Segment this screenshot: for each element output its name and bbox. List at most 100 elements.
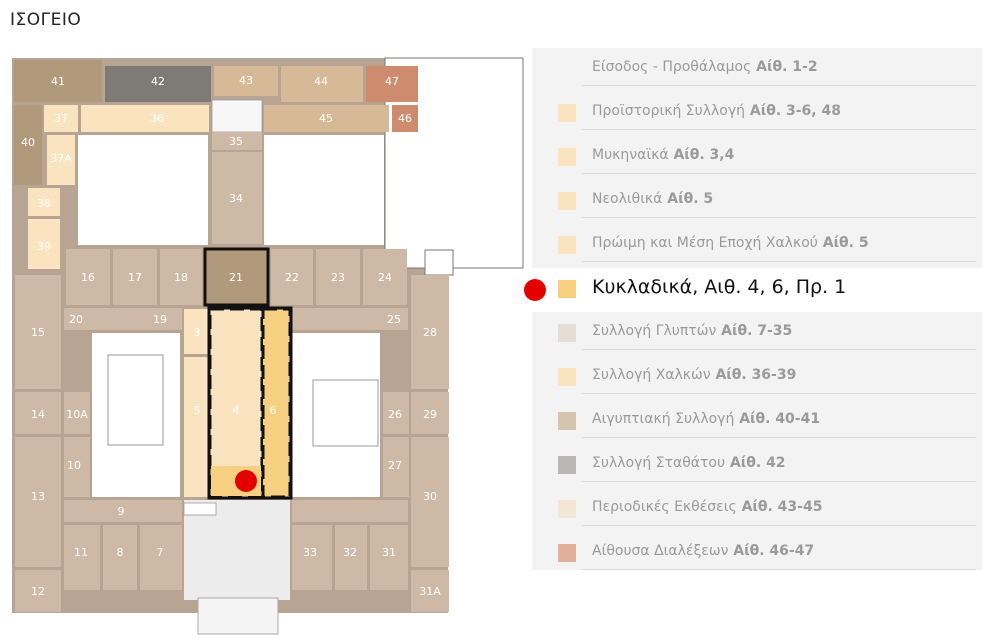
room-43[interactable] (214, 66, 278, 96)
room-42[interactable] (105, 66, 211, 102)
room-label: 22 (285, 271, 299, 284)
legend-divider (582, 481, 976, 482)
room-label: 4 (233, 404, 240, 417)
floor-plan: 41 42 43 44 47 46 45 37 36 40 37Α 35 34 … (12, 57, 524, 635)
room-28[interactable] (411, 275, 449, 389)
court-ne (264, 135, 384, 245)
room-27[interactable] (383, 437, 409, 497)
location-marker (235, 470, 257, 492)
room-3[interactable] (184, 309, 210, 354)
legend-item: Νεολιθικά Αίθ. 5 (532, 180, 982, 224)
room-35[interactable] (212, 132, 262, 150)
room-46[interactable] (392, 105, 418, 132)
room-label: 11 (74, 546, 88, 559)
room-26[interactable] (383, 392, 409, 434)
legend-rooms: Αίθ. 5 (817, 235, 869, 251)
room-label: 10Α (66, 408, 88, 421)
legend-label: Μυκηναϊκά Αίθ. 3,4 (592, 147, 734, 163)
room-label: 41 (51, 75, 65, 88)
corridor-20-19[interactable] (64, 308, 182, 330)
entrance-hall[interactable] (184, 500, 290, 600)
room-6[interactable] (261, 307, 292, 499)
legend-item: Είσοδος - Προθάλαμος Αίθ. 1-2 (532, 48, 982, 92)
legend-swatch (558, 456, 576, 474)
legend-divider (582, 217, 976, 218)
room-label: 37Α (50, 152, 72, 165)
legend-swatch (558, 324, 576, 342)
entrance-steps (197, 597, 279, 635)
room-label: 23 (331, 271, 345, 284)
room-29[interactable] (411, 392, 449, 434)
room-label: 47 (385, 75, 399, 88)
stair-north (211, 99, 263, 133)
room-30[interactable] (411, 437, 449, 567)
room-23[interactable] (316, 249, 360, 305)
legend-rooms: Αίθ. 3,4 (668, 147, 735, 163)
room-label: 26 (388, 408, 402, 421)
room-label: 29 (423, 408, 437, 421)
room-15[interactable] (15, 275, 61, 389)
room-label: 25 (387, 313, 401, 326)
legend-item: Συλλογή Γλυπτών Αίθ. 7-35 (532, 312, 982, 356)
room-17[interactable] (113, 249, 157, 305)
corridor-25[interactable] (292, 308, 408, 330)
room-9[interactable] (64, 500, 182, 522)
room-label: 27 (388, 459, 402, 472)
room-label: 34 (229, 192, 243, 205)
room-47[interactable] (366, 66, 418, 102)
room-41[interactable] (14, 60, 102, 102)
room-14[interactable] (15, 392, 61, 434)
room-36[interactable] (81, 105, 209, 132)
room-10a[interactable] (64, 392, 90, 434)
legend-divider (582, 393, 976, 394)
room-18[interactable] (160, 249, 202, 305)
room-label: 24 (378, 271, 392, 284)
room-33[interactable] (292, 525, 332, 590)
room-5[interactable] (184, 357, 210, 497)
legend-rooms: Αίθ. 7-35 (716, 323, 793, 339)
legend-label: Περιοδικές Εκθέσεις Αίθ. 43-45 (592, 499, 822, 515)
room-37a[interactable] (47, 135, 75, 185)
legend-swatch (558, 104, 576, 122)
corridor-se (292, 500, 408, 522)
room-label: 28 (423, 326, 437, 339)
legend-label: Συλλογή Σταθάτου Αίθ. 42 (592, 455, 786, 471)
room-34[interactable] (212, 152, 262, 244)
room-31[interactable] (370, 525, 408, 590)
legend-label: Προϊστορική Συλλογή Αίθ. 3-6, 48 (592, 103, 841, 119)
legend-rooms: Αίθ. 5 (662, 191, 714, 207)
room-38[interactable] (28, 188, 60, 216)
room-8[interactable] (103, 525, 137, 590)
room-16[interactable] (66, 249, 110, 305)
legend-rooms: Αίθ. 3-6, 48 (745, 103, 841, 119)
room-13[interactable] (15, 437, 61, 567)
room-label: 35 (229, 135, 243, 148)
room-39[interactable] (28, 219, 60, 269)
room-37[interactable] (44, 105, 78, 132)
room-7[interactable] (140, 525, 182, 590)
room-44[interactable] (281, 66, 363, 102)
room-label: 15 (31, 326, 45, 339)
room-label: 19 (153, 313, 167, 326)
room-31a[interactable] (411, 570, 449, 612)
room-21[interactable] (203, 247, 270, 307)
legend-swatch (558, 412, 576, 430)
room-4[interactable] (208, 307, 264, 499)
room-45[interactable] (264, 105, 389, 132)
room-22[interactable] (271, 249, 313, 305)
room-24[interactable] (363, 249, 407, 305)
room-12[interactable] (15, 570, 61, 612)
room-32[interactable] (335, 525, 367, 590)
room-label: 36 (150, 112, 164, 125)
legend-item: Αιγυπτιακή Συλλογή Αίθ. 40-41 (532, 400, 982, 444)
room-10[interactable] (64, 437, 90, 497)
legend-swatch (558, 236, 576, 254)
room-40[interactable] (14, 105, 42, 185)
legend-swatch (558, 148, 576, 166)
legend-label: Συλλογή Γλυπτών Αίθ. 7-35 (592, 323, 792, 339)
room-label: 42 (151, 75, 165, 88)
room-label: 5 (194, 404, 201, 417)
legend-label: Νεολιθικά Αίθ. 5 (592, 191, 713, 207)
room-11[interactable] (64, 525, 100, 590)
room-label: 13 (31, 490, 45, 503)
